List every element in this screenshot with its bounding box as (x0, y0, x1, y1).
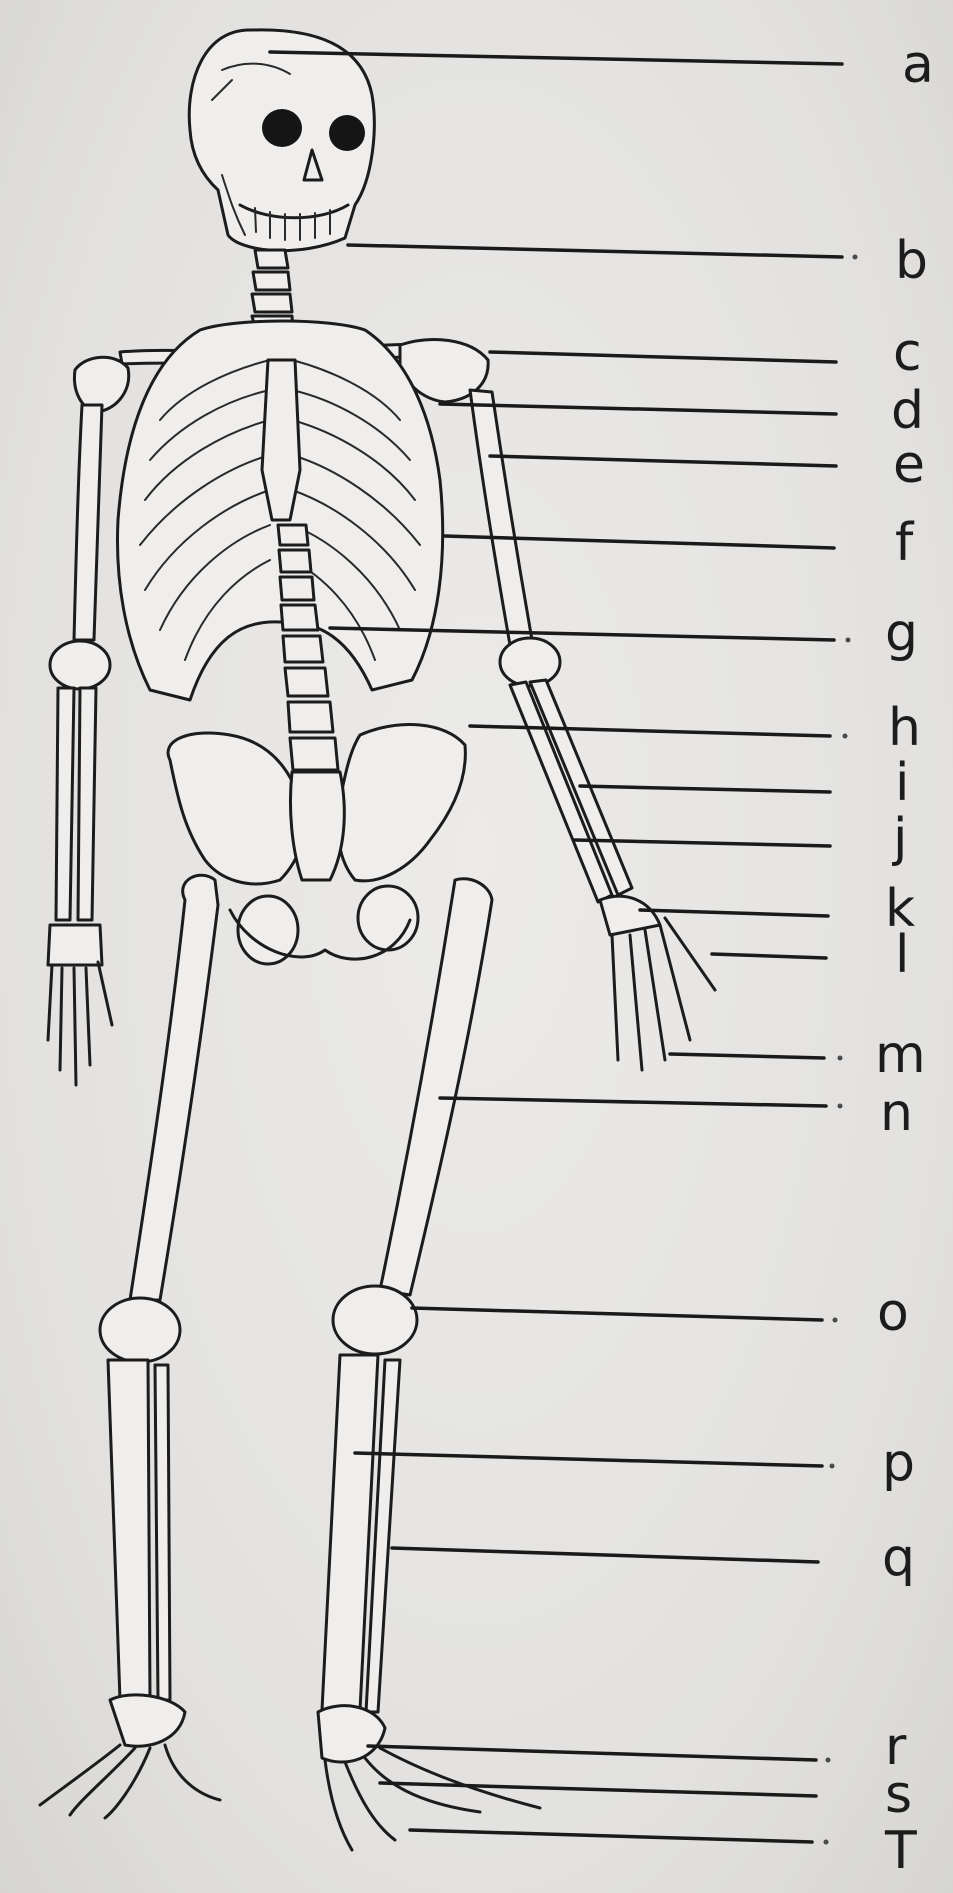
leader-line-k (640, 910, 828, 916)
label-q: q (882, 1528, 915, 1588)
leader-line-s (380, 1783, 816, 1796)
label-letters: a b c d e f g h i j k l m n o p q r s T (875, 35, 934, 1881)
leader-line-p (355, 1453, 822, 1466)
label-d: d (891, 381, 924, 441)
leader-line-e (490, 456, 836, 466)
line-end-dots (824, 255, 858, 1845)
leader-line-c (490, 352, 836, 362)
label-e: e (893, 435, 925, 495)
leader-line-h (470, 726, 830, 736)
label-f: f (895, 513, 915, 573)
ribcage (117, 321, 442, 700)
leader-line-m (670, 1054, 824, 1058)
leader-line-l (712, 954, 826, 958)
leader-line-q (392, 1548, 818, 1562)
label-h: h (888, 698, 921, 758)
leader-line-o (412, 1308, 822, 1320)
leader-line-d (440, 404, 836, 414)
label-s: s (885, 1765, 912, 1825)
label-b: b (895, 231, 928, 291)
leader-line-n (440, 1098, 826, 1106)
skeleton-figure (40, 30, 715, 1850)
label-a: a (902, 35, 934, 95)
leader-line-b (348, 245, 842, 257)
label-o: o (877, 1283, 909, 1343)
label-m: m (875, 1025, 926, 1085)
label-i: i (895, 753, 909, 813)
left-arm (48, 405, 112, 1085)
skull (189, 30, 374, 251)
label-g: g (885, 603, 918, 663)
label-l: l (895, 925, 909, 985)
label-j: j (892, 808, 907, 868)
label-p: p (882, 1433, 915, 1493)
right-leg (318, 879, 540, 1850)
left-leg (40, 875, 220, 1818)
label-t: T (884, 1821, 917, 1881)
label-n: n (880, 1083, 913, 1143)
leader-line-r (368, 1746, 816, 1760)
leader-line-t (410, 1830, 812, 1842)
leader-line-i (580, 786, 830, 792)
label-c: c (893, 323, 922, 383)
